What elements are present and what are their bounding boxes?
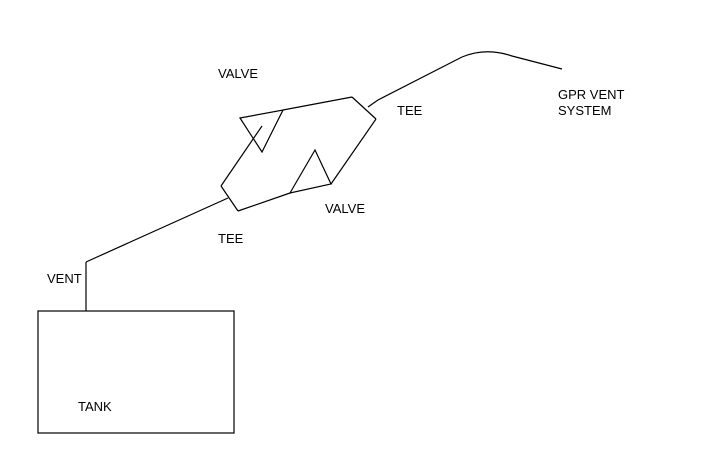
upper-branch-riser-pipe: [220, 125, 263, 187]
vent-line-pipe: [85, 197, 229, 263]
valve-top-label: VALVE: [218, 66, 258, 81]
tee-lower-label: TEE: [218, 231, 244, 246]
tee-upper-label: TEE: [397, 103, 423, 118]
valve-bottom-label: VALVE: [325, 201, 365, 216]
gpr-vent-label-line1: GPR VENT: [558, 87, 625, 102]
upper-tee-fitting: [351, 96, 377, 120]
gpr-vent-line-pipe: [367, 51, 563, 108]
vent-label: VENT: [47, 271, 82, 286]
lower-branch-riser-pipe: [330, 118, 377, 185]
lower-tee-fitting: [220, 185, 239, 212]
tank-label: TANK: [78, 399, 112, 414]
upper-valve-symbol: [239, 109, 285, 154]
upper-branch-pipe: [282, 96, 353, 111]
tank-box: [37, 310, 235, 434]
gpr-vent-label-line2: SYSTEM: [558, 103, 611, 118]
lower-valve-symbol: [288, 148, 332, 194]
lower-branch-pipe: [237, 192, 291, 212]
